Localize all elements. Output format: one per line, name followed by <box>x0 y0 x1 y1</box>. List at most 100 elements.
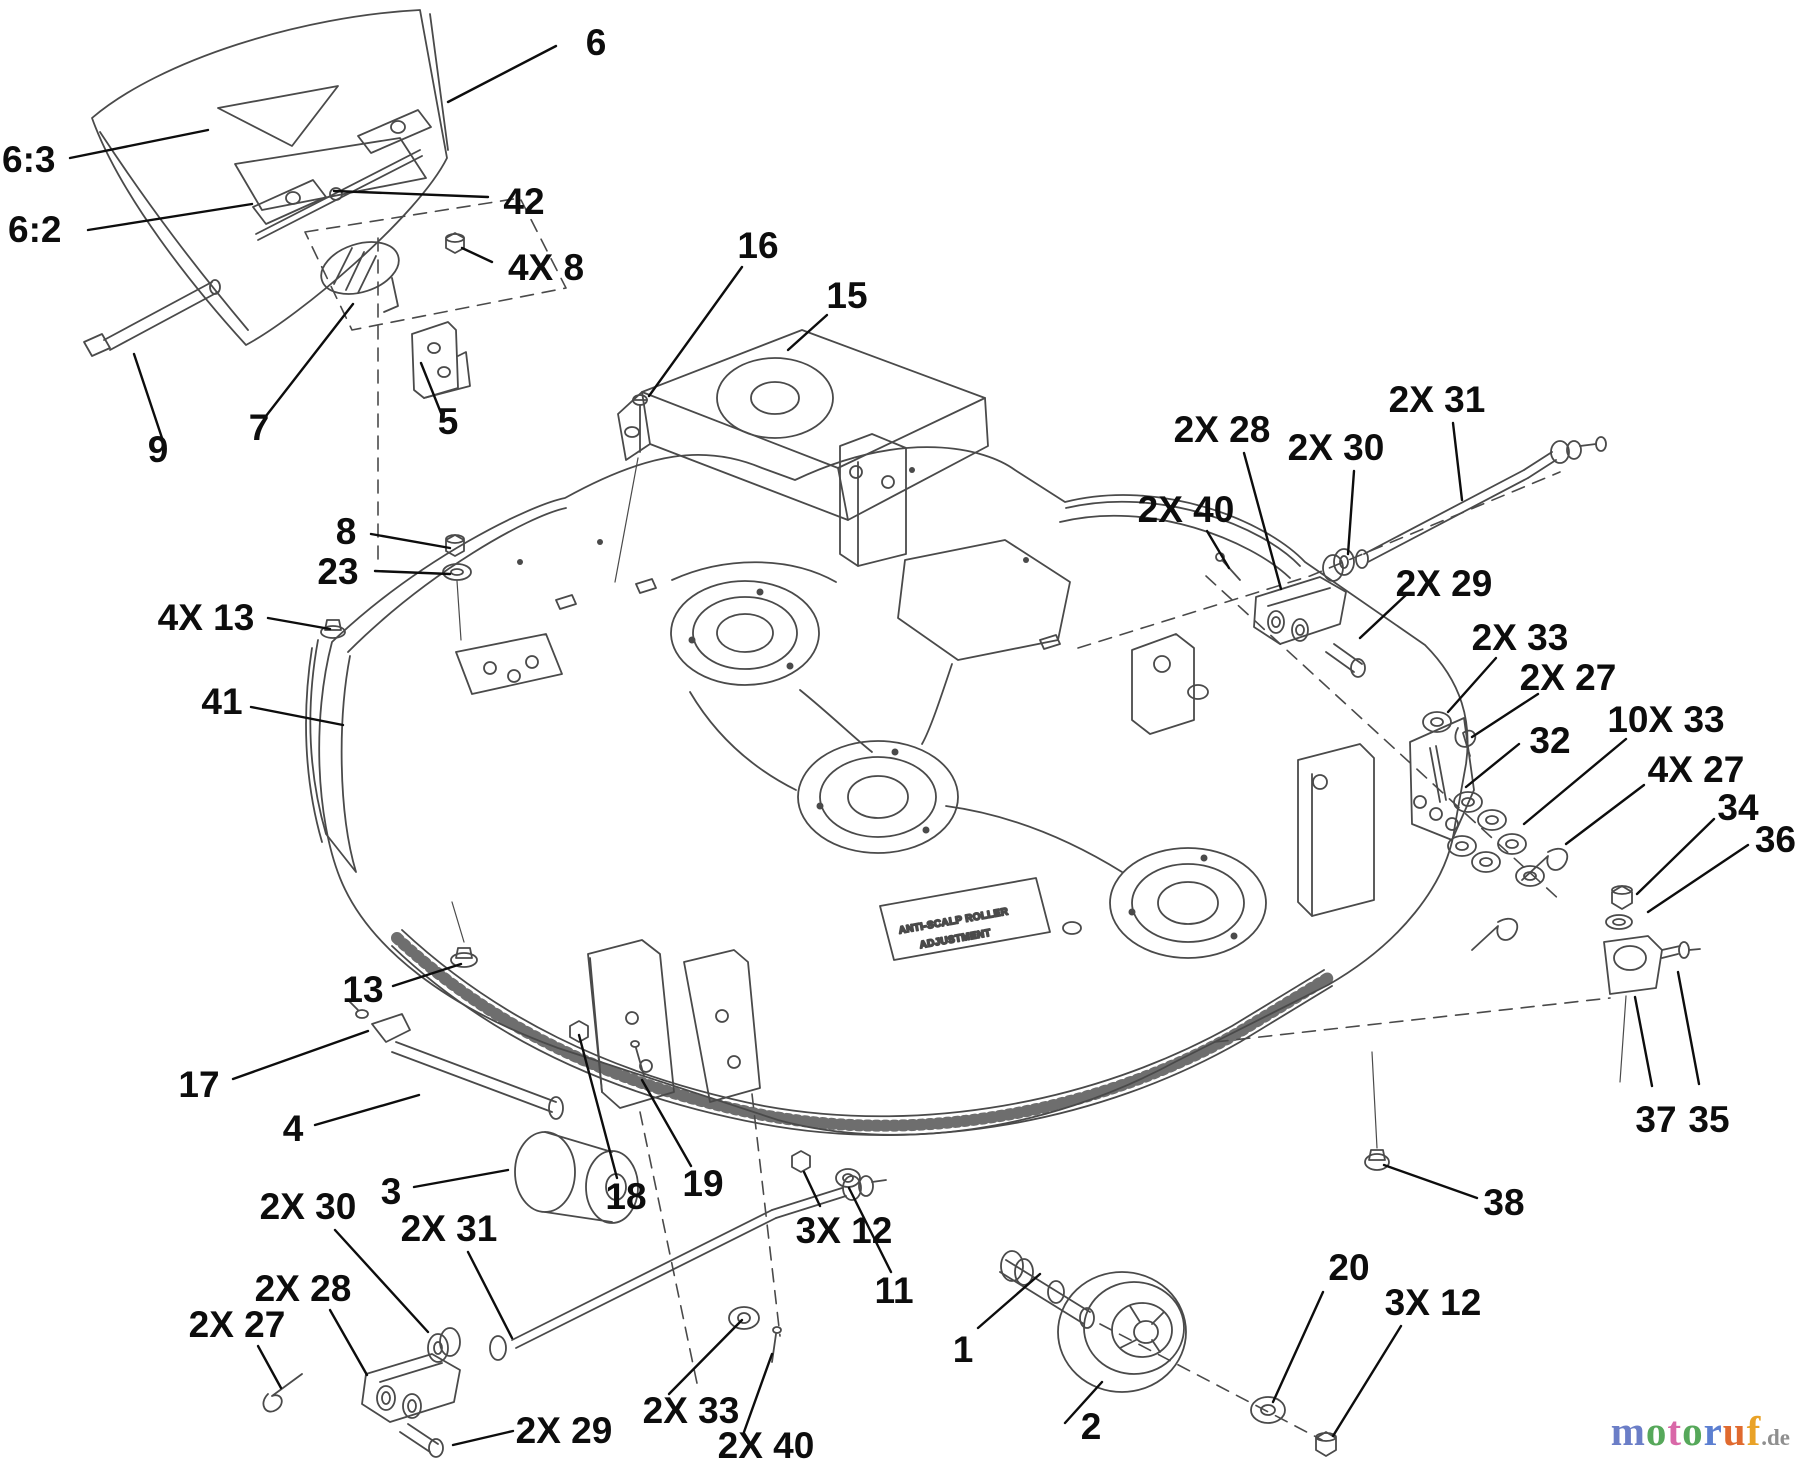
leader-line <box>369 532 452 550</box>
leader-line <box>446 44 558 104</box>
leader-line <box>86 202 254 232</box>
leader-line <box>1464 742 1521 789</box>
spindle-ring-right <box>1109 847 1267 959</box>
callout-2: 2 <box>1081 1406 1102 1447</box>
leader-line <box>266 616 332 631</box>
motoruf-watermark-letters: motoruf <box>1611 1408 1761 1454</box>
callout-2x-31: 2X 31 <box>1389 379 1486 420</box>
leader-line <box>1346 469 1356 556</box>
callout-37: 37 <box>1635 1099 1676 1140</box>
callout-32: 32 <box>1529 720 1570 761</box>
callout-2x-27: 2X 27 <box>189 1304 286 1345</box>
callout-20: 20 <box>1328 1247 1369 1288</box>
spindle-ring-left <box>670 580 820 686</box>
leader-line <box>391 962 463 988</box>
grease-fitting-assembly <box>1205 575 1701 1083</box>
callout-4x-27: 4X 27 <box>1648 749 1745 790</box>
callout-3: 3 <box>381 1171 402 1212</box>
callout-9: 9 <box>148 429 169 470</box>
leader-line <box>647 265 744 398</box>
diagram-artwork: ANTI-SCALP ROLLER ADJUSTMENT <box>83 9 1701 1458</box>
callout-4x-8: 4X 8 <box>508 247 584 288</box>
callout-18: 18 <box>605 1176 646 1217</box>
leader-line <box>332 189 490 199</box>
watermark-letter: o <box>1645 1408 1668 1454</box>
leader-line <box>742 1352 774 1434</box>
leader-line <box>1635 817 1716 896</box>
leader-line <box>1331 1324 1403 1438</box>
callout-11: 11 <box>874 1270 913 1311</box>
callout-10x-33: 10X 33 <box>1607 699 1724 740</box>
torsion-spring <box>320 241 400 313</box>
leader-line <box>333 1228 430 1334</box>
leader-line <box>373 569 452 576</box>
leader-line <box>976 1272 1042 1330</box>
anti-scalp-decal <box>879 877 1082 961</box>
callout-34: 34 <box>1717 787 1759 828</box>
callout-2x-31: 2X 31 <box>401 1208 498 1249</box>
leader-line <box>1382 1163 1479 1200</box>
callout-2x-27: 2X 27 <box>1520 657 1617 698</box>
callout-17: 17 <box>178 1064 219 1105</box>
upper-rod-assembly <box>1077 436 1607 678</box>
deck-fasteners <box>320 534 1390 1171</box>
watermark-letter: r <box>1703 1408 1723 1454</box>
leader-line <box>1646 843 1750 914</box>
leader-line <box>640 1078 693 1168</box>
leader-line <box>802 1170 822 1208</box>
callout-6:2: 6:2 <box>8 209 61 250</box>
leader-line <box>1470 692 1540 739</box>
callout-2x-29: 2X 29 <box>1396 563 1493 604</box>
leader-line <box>451 1429 515 1447</box>
washer-stack <box>1422 711 1569 951</box>
gauge-wheel-bracket <box>1297 743 1375 917</box>
flange-nut-top <box>445 232 465 254</box>
callout-16: 16 <box>737 225 778 266</box>
callout-19: 19 <box>682 1163 723 1204</box>
leader-line <box>256 1344 283 1390</box>
callout-2x-33: 2X 33 <box>643 1390 740 1431</box>
latch-bracket <box>411 321 471 399</box>
leader-line <box>313 1093 421 1127</box>
assembly-guides-top <box>304 197 567 563</box>
callout-41: 41 <box>201 681 242 722</box>
leader-line <box>1205 529 1231 570</box>
leader-line <box>1358 592 1409 640</box>
callout-2x-40: 2X 40 <box>1138 489 1235 530</box>
leader-line <box>231 1029 370 1081</box>
callout-6: 6 <box>586 22 607 63</box>
callout-42: 42 <box>503 181 544 222</box>
leader-line <box>1676 970 1701 1086</box>
leader-line <box>1451 421 1464 502</box>
front-caster-bracket <box>569 939 781 1389</box>
caster-wheel-assembly <box>999 1250 1337 1457</box>
leader-line <box>667 1318 744 1396</box>
leader-line <box>1063 1380 1104 1425</box>
height-lever-and-link <box>347 999 564 1120</box>
callout-2x-28: 2X 28 <box>255 1268 352 1309</box>
leader-line <box>1271 1290 1325 1404</box>
callout-38: 38 <box>1483 1182 1524 1223</box>
callout-2x-30: 2X 30 <box>260 1186 357 1227</box>
watermark-suffix: .de <box>1761 1425 1790 1450</box>
callout-3x-12: 3X 12 <box>1385 1282 1482 1323</box>
deck-shell <box>305 446 1469 1136</box>
belt-cover-anchor-bracket <box>839 433 907 567</box>
watermark-letter: o <box>1682 1408 1704 1454</box>
callout-23: 23 <box>317 551 358 592</box>
callout-15: 15 <box>826 275 867 316</box>
leader-line <box>577 1033 619 1180</box>
leader-line <box>1522 737 1628 826</box>
leader-line <box>68 128 210 160</box>
spindle-ring-center <box>797 740 959 854</box>
callout-2x-28: 2X 28 <box>1174 409 1271 450</box>
callout-2x-30: 2X 30 <box>1288 427 1385 468</box>
callout-36: 36 <box>1755 819 1796 860</box>
callout-5: 5 <box>438 401 459 442</box>
bottom-hardware <box>728 1150 861 1363</box>
discharge-deflector <box>91 9 449 346</box>
watermark-letter: u <box>1722 1408 1747 1454</box>
